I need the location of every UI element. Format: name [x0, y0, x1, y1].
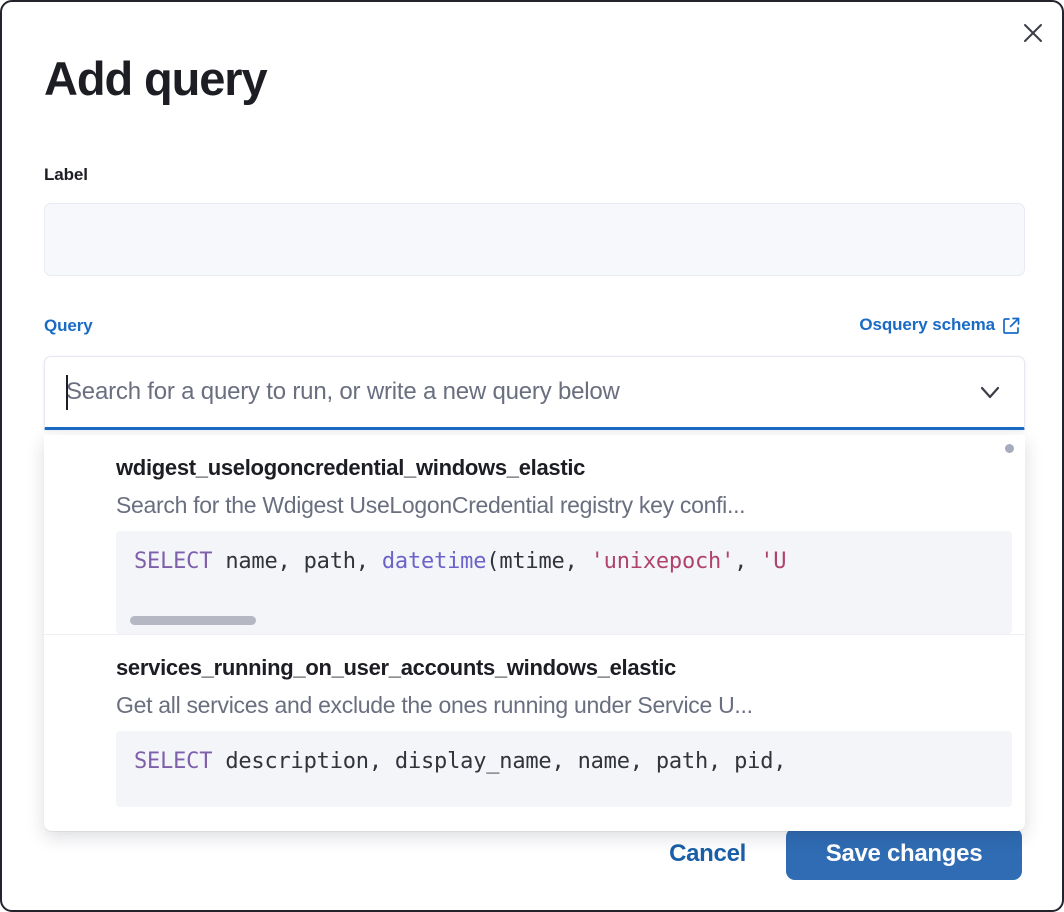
query-options-dropdown[interactable]: wdigest_uselogoncredential_windows_elast…: [44, 435, 1025, 831]
close-button[interactable]: [1016, 16, 1050, 50]
option-code-text: SELECT description, display_name, name, …: [134, 749, 787, 774]
option-title: services_running_on_user_accounts_window…: [116, 655, 676, 680]
option-description: Search for the Wdigest UseLogonCredentia…: [116, 492, 746, 518]
label-field-label: Label: [44, 165, 88, 184]
query-search-input[interactable]: [66, 378, 966, 406]
external-link-icon: [1002, 316, 1021, 335]
option-code-block[interactable]: SELECT description, display_name, name, …: [116, 731, 1012, 807]
option-description: Get all services and exclude the ones ru…: [116, 692, 753, 718]
footer-actions: Cancel Save changes: [2, 818, 1062, 910]
save-changes-button[interactable]: Save changes: [786, 828, 1022, 880]
label-input[interactable]: [44, 203, 1025, 276]
list-item[interactable]: services_running_on_user_accounts_window…: [44, 634, 1025, 807]
cancel-button[interactable]: Cancel: [663, 830, 752, 878]
page-title: Add query: [44, 52, 268, 105]
osquery-schema-link[interactable]: Osquery schema: [859, 315, 1021, 335]
list-item[interactable]: wdigest_uselogoncredential_windows_elast…: [44, 435, 1025, 634]
option-title: wdigest_uselogoncredential_windows_elast…: [116, 455, 586, 480]
option-code-block[interactable]: SELECT name, path, datetime(mtime, 'unix…: [116, 531, 1012, 634]
chevron-down-icon[interactable]: [976, 378, 1004, 406]
query-field-label: Query: [44, 316, 93, 335]
option-code-text: SELECT name, path, datetime(mtime, 'unix…: [134, 549, 787, 574]
query-combobox[interactable]: [44, 356, 1025, 430]
close-icon: [1022, 22, 1044, 44]
text-caret: [66, 375, 68, 410]
osquery-schema-link-label: Osquery schema: [859, 315, 995, 334]
dropdown-scrollbar[interactable]: [1005, 444, 1014, 453]
code-horizontal-scrollbar[interactable]: [130, 616, 256, 625]
